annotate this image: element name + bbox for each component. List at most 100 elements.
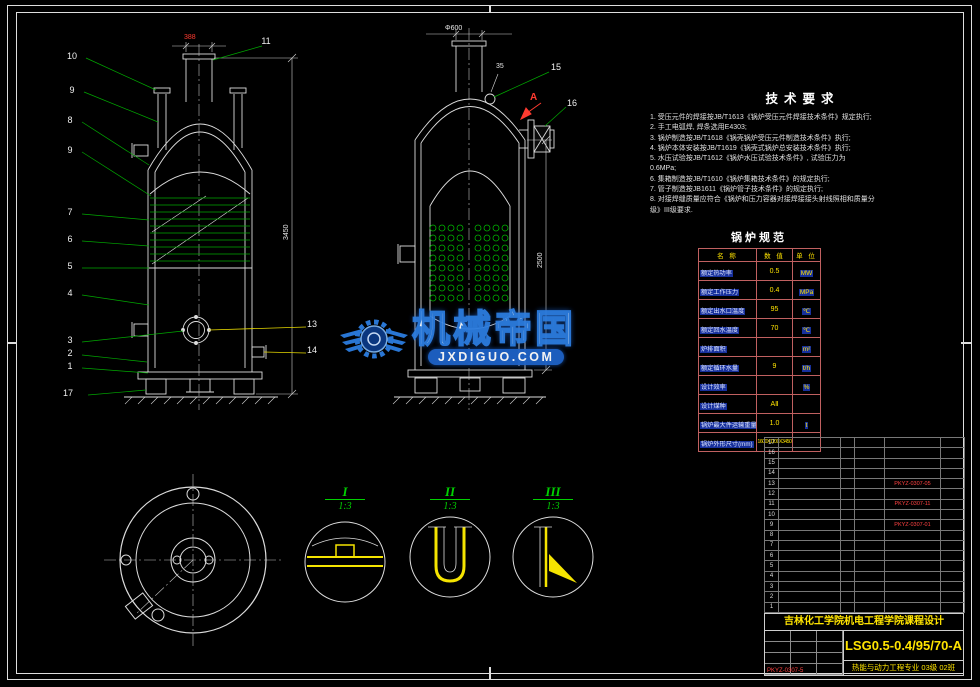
- spec-cell-name: 炉排面积: [698, 337, 757, 357]
- part-name: [778, 519, 841, 531]
- part-qty: [840, 488, 855, 500]
- title-block-model: LSG0.5-0.4/95/70-A: [844, 631, 963, 661]
- part-material: [854, 601, 885, 613]
- part-qty: [840, 498, 855, 510]
- part-qty: [840, 447, 855, 459]
- spec-row: 额定热功率 0.5 MW: [698, 261, 821, 281]
- part-number: 11: [764, 498, 779, 510]
- part-number: 17: [764, 436, 779, 449]
- part-name: [778, 436, 841, 449]
- section-view-dimensions: [426, 30, 552, 375]
- part-name: [778, 539, 841, 552]
- part-name: [778, 601, 841, 613]
- part-name: [778, 550, 841, 562]
- technical-requirements-list: 1. 受压元件的焊接按JB/T1613《锅炉受压元件焊接技术条件》规定执行;2.…: [650, 113, 955, 216]
- boiler-spec-title: 锅炉规范: [731, 232, 787, 244]
- detail-1-content: [307, 537, 383, 567]
- part-number: 9: [764, 519, 779, 531]
- part-number: 10: [764, 508, 779, 521]
- callout-balloon: 9: [67, 145, 73, 155]
- frame-center-tick-right: [961, 342, 972, 344]
- parts-row: 17: [764, 436, 965, 449]
- spec-cell-unit: [792, 394, 821, 414]
- part-note: [940, 478, 965, 490]
- parts-row: 11 PKYZ-0307-11: [764, 498, 965, 510]
- title-block-drawing-code: PKYZ-0307-5: [767, 668, 804, 674]
- part-name: [778, 457, 841, 469]
- spec-cell-name: 锅炉最大件运输重量: [698, 413, 757, 433]
- part-name: [778, 447, 841, 459]
- part-number: 13: [764, 478, 779, 490]
- part-note: [940, 591, 965, 603]
- technical-requirements-title: 技术要求: [765, 92, 840, 106]
- technical-requirement-line: 3. 锅炉制造按JB/T1618《锅壳锅炉受压元件制造技术条件》执行;: [650, 134, 851, 142]
- part-note: [940, 580, 965, 593]
- spec-row: 设计效率 %: [698, 375, 821, 395]
- part-material: [854, 519, 885, 531]
- spec-row: 额定循环水量 9 t/h: [698, 356, 821, 376]
- part-material: [854, 457, 885, 469]
- spec-row: 额定工作压力 0.4 MPa: [698, 280, 821, 300]
- detail-1-roman: I: [325, 484, 365, 500]
- parts-row: 1: [764, 601, 965, 613]
- part-number: 16: [764, 447, 779, 459]
- part-name: [778, 478, 841, 490]
- part-note: [940, 436, 965, 449]
- spec-cell-name: 额定回水温度: [698, 318, 757, 338]
- part-number: 5: [764, 560, 779, 572]
- part-note: [940, 560, 965, 572]
- part-drawing-code: [884, 488, 941, 500]
- detail-3-content: [534, 526, 577, 587]
- part-material: [854, 447, 885, 459]
- part-qty: [840, 570, 855, 582]
- dim-text-2500: 2500: [537, 252, 544, 268]
- boiler-spec: 锅炉规范 名 称 数 值 单 位 额定热功率 0.5 MW 额定工作压力 0.4: [698, 229, 821, 452]
- technical-requirement-line: 2. 手工电弧焊, 焊条选用E4303;: [650, 124, 747, 132]
- flange-view-linework: [119, 486, 267, 634]
- watermark: 机械帝国 JXDIGUO.COM: [338, 296, 672, 378]
- parts-row: 9 PKYZ-0307-01: [764, 519, 965, 531]
- part-note: [940, 539, 965, 552]
- part-drawing-code: [884, 580, 941, 593]
- spec-cell-unit: %: [792, 375, 821, 395]
- technical-requirement-line: 0.6MPa;: [650, 165, 677, 173]
- callout-balloon: 17: [62, 388, 73, 398]
- spec-header-unit: 单 位: [792, 248, 821, 262]
- callout-balloon: 11: [261, 36, 271, 46]
- technical-requirement-line: 级》III级要求.: [650, 206, 693, 214]
- part-material: [854, 580, 885, 593]
- detail-3-roman: III: [533, 484, 573, 500]
- part-drawing-code: [884, 560, 941, 572]
- spec-cell-name: 额定工作压力: [698, 280, 757, 300]
- spec-header-name: 名 称: [698, 248, 757, 262]
- spec-cell-value: [756, 337, 793, 357]
- part-material: [854, 478, 885, 490]
- parts-row: 5: [764, 560, 965, 572]
- callout-balloon: 14: [306, 345, 317, 355]
- callout-balloon: 6: [67, 234, 73, 244]
- dim-text-3450: 3450: [283, 224, 290, 240]
- parts-row: 2: [764, 591, 965, 603]
- spec-cell-unit: MW: [792, 261, 821, 281]
- part-number: 8: [764, 529, 779, 541]
- spec-cell-name: 锅炉外形尺寸(mm): [698, 432, 757, 452]
- part-number: 1: [764, 601, 779, 613]
- spec-cell-unit: m²: [792, 337, 821, 357]
- title-block-main: PKYZ-0307-5 LSG0.5-0.4/95/70-A 热能与动力工程专业…: [764, 631, 964, 676]
- callout-balloon: 1: [67, 361, 73, 371]
- yellow-leader-lines: [208, 326, 307, 354]
- part-material: [854, 539, 885, 552]
- parts-row: 4: [764, 570, 965, 582]
- part-name: [778, 580, 841, 593]
- callout-leader-lines: [81, 45, 567, 396]
- boiler-spec-table: 名 称 数 值 单 位 额定热功率 0.5 MW 额定工作压力 0.4 MPa: [698, 248, 821, 452]
- frame-center-tick-left: [7, 342, 17, 344]
- parts-table: 17 16 15: [764, 436, 965, 613]
- part-number: 7: [764, 539, 779, 552]
- part-number: 6: [764, 550, 779, 562]
- callout-balloon: 3: [67, 335, 73, 345]
- part-note: [940, 508, 965, 521]
- parts-row: 7: [764, 539, 965, 552]
